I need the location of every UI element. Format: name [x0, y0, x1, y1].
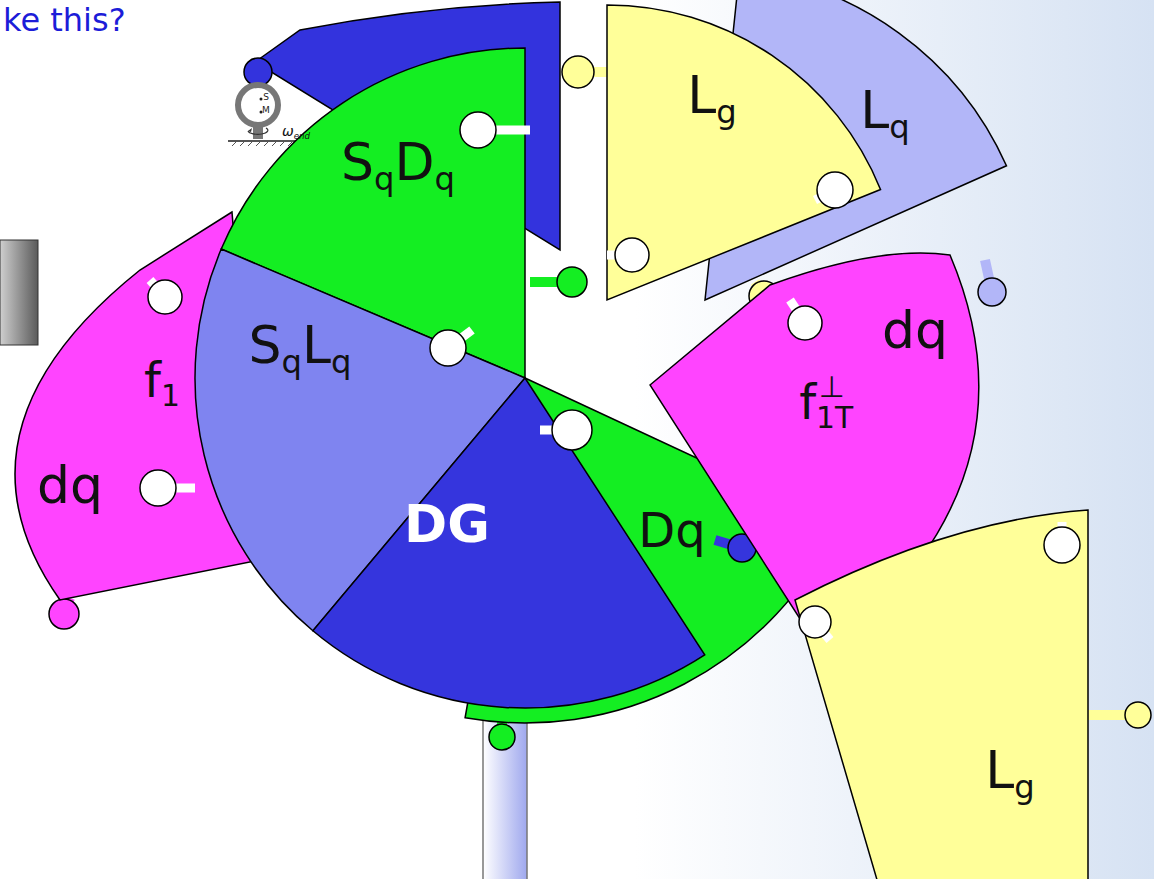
- puzzle-hole: [148, 280, 182, 314]
- puzzle-piece: Lg: [780, 490, 1154, 879]
- subscript: g: [716, 93, 736, 131]
- puzzle-knob: [49, 599, 79, 629]
- puzzle-knob: [489, 724, 515, 750]
- puzzle-hole: [817, 172, 853, 208]
- text-run: D: [394, 132, 434, 192]
- text-run: L: [687, 65, 716, 125]
- icon-label: ωend: [282, 124, 310, 138]
- subscript: q: [435, 160, 455, 198]
- subscript: 1T: [816, 400, 853, 435]
- puzzle-hole: [430, 330, 466, 366]
- slide-title: ke this?: [3, 4, 126, 36]
- superscript: ⊥: [819, 372, 845, 402]
- puzzle-hole: [799, 606, 831, 638]
- text-run: DG: [404, 494, 490, 554]
- puzzle-knob: [562, 56, 594, 88]
- text-run: L: [302, 315, 331, 375]
- piece-label: SqDq: [341, 136, 455, 188]
- piece-shape: [705, 0, 1006, 300]
- piece-label: Lq: [860, 84, 909, 136]
- piece-label: Lg: [687, 69, 736, 121]
- puzzle-knob: [557, 267, 587, 297]
- puzzle-knob: [244, 58, 272, 86]
- icon-label: M: [262, 106, 270, 115]
- text-run: Dq: [638, 502, 705, 558]
- puzzle-hole: [1044, 527, 1080, 563]
- subscript: g: [1014, 768, 1034, 806]
- subscript: end: [294, 131, 310, 141]
- puzzle-knob: [978, 278, 1006, 306]
- subscript: q: [374, 160, 394, 198]
- puzzle-knob: [1125, 702, 1151, 728]
- piece-label: Lg: [985, 744, 1034, 796]
- piece-outline: [780, 490, 1154, 879]
- rotation-arrow: [248, 128, 268, 134]
- piece-label: dq: [37, 459, 103, 511]
- puzzle-hole: [788, 306, 822, 340]
- stand: [483, 720, 527, 879]
- top-ring: [238, 85, 278, 125]
- subscript: q: [282, 343, 302, 381]
- subscript: 1: [161, 378, 180, 413]
- text-run: f: [144, 352, 161, 408]
- subscript: q: [331, 343, 351, 381]
- text-run: S: [263, 92, 269, 102]
- piece-label: SqLq: [249, 319, 352, 371]
- text-run: L: [860, 80, 889, 140]
- text-run: L: [985, 740, 1014, 800]
- piece-label: DG: [404, 498, 490, 550]
- text-run: M: [262, 105, 270, 115]
- piece-shape: [313, 378, 705, 708]
- puzzle-hole: [140, 470, 176, 506]
- piece-shape: [795, 510, 1088, 879]
- puzzle-hole: [615, 238, 649, 272]
- text-run: S: [249, 315, 282, 375]
- dot: [260, 98, 263, 101]
- text-run: S: [341, 132, 374, 192]
- piece-label: f1T⊥: [799, 378, 845, 426]
- puzzle-hole: [460, 112, 496, 148]
- arrow-head: [248, 128, 252, 132]
- text-run: ke this?: [3, 1, 126, 39]
- dot: [260, 111, 263, 114]
- piece-label: f1: [144, 356, 180, 404]
- text-run: f: [799, 374, 816, 430]
- puzzle-hole: [552, 410, 592, 450]
- gray-panel: [0, 240, 38, 345]
- top-icon: [228, 85, 300, 146]
- top-stem: [253, 125, 263, 139]
- piece-label: Dq: [638, 506, 705, 554]
- ground-hatch: [232, 141, 293, 146]
- text-run: dq: [37, 455, 103, 515]
- text-run: ω: [282, 123, 294, 139]
- ground-line: [228, 140, 300, 142]
- text-run: dq: [882, 300, 948, 360]
- icon-label: S: [263, 93, 269, 102]
- piece-label: dq: [882, 304, 948, 356]
- subscript: q: [889, 108, 909, 146]
